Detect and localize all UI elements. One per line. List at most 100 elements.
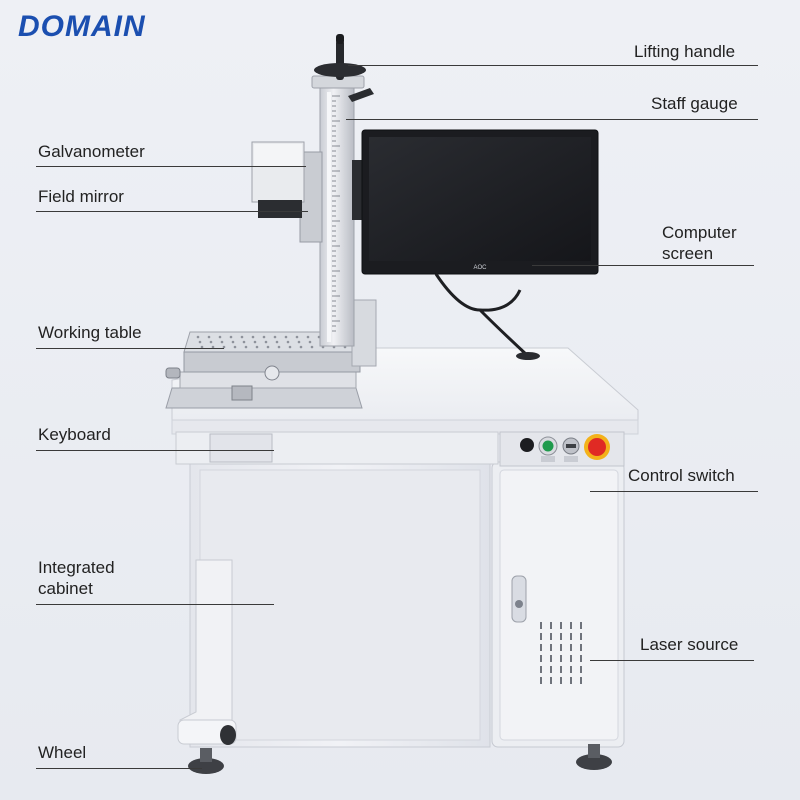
- vent-slot: [560, 622, 562, 629]
- label-staff-gauge: Staff gauge: [651, 94, 738, 113]
- keyboard-leader-line: [36, 450, 274, 451]
- vent-slot: [540, 622, 542, 629]
- label-lifting-handle: Lifting handle: [634, 42, 736, 61]
- vent-slot: [540, 633, 542, 640]
- table-hole: [229, 335, 233, 339]
- vent-slot: [550, 644, 552, 651]
- label-laser-source: Laser source: [640, 635, 739, 654]
- staff-gauge-column: [311, 75, 377, 367]
- label-integrated-cabinet-line2: cabinet: [38, 579, 93, 598]
- vent-slot: [580, 655, 582, 662]
- vent-slot: [550, 677, 552, 684]
- label-control-switch: Control switch: [628, 466, 735, 485]
- table-hole: [222, 345, 226, 349]
- table-hole: [211, 345, 215, 349]
- vent-slot: [570, 666, 572, 673]
- table-hole: [288, 345, 292, 349]
- wheel: [188, 725, 612, 774]
- keyboard-drawer: [175, 431, 499, 465]
- table-hole: [306, 335, 310, 339]
- label-computer-screen-line1: Computer: [662, 223, 737, 242]
- control-panel: [499, 431, 625, 467]
- laser-source-leader-line: [590, 660, 754, 661]
- wheel-leader-line: [36, 768, 202, 769]
- table-hole: [255, 345, 259, 349]
- vent-slot: [540, 666, 542, 673]
- cable-grommet: [516, 352, 540, 360]
- table-hole: [297, 340, 301, 344]
- label-computer-screen-line2: screen: [662, 244, 714, 263]
- table-hole: [207, 335, 211, 339]
- table-hole: [295, 335, 299, 339]
- vent-slot: [570, 622, 572, 629]
- control-switch-leader-line: [590, 491, 758, 492]
- vent-slot: [550, 655, 552, 662]
- support-frame: [177, 559, 237, 745]
- label-keyboard: Keyboard: [38, 425, 111, 444]
- scale-ticks: [332, 95, 340, 332]
- vent-slot: [570, 677, 572, 684]
- monitor-brand-label: AOC: [473, 265, 487, 271]
- label-wheel: Wheel: [38, 743, 87, 762]
- table-hole: [251, 335, 255, 339]
- vent-slot: [550, 633, 552, 640]
- table-hole: [244, 345, 248, 349]
- brand-logo: DOMAIN: [18, 10, 146, 44]
- computer-screen-leader-line: [532, 265, 754, 266]
- label-integrated-cabinet-line1: Integrated: [38, 558, 115, 577]
- vent-slot: [550, 666, 552, 673]
- table-hole: [286, 340, 290, 344]
- vent-slot: [580, 644, 582, 651]
- table-hole: [220, 340, 224, 344]
- table-hole: [266, 345, 270, 349]
- label-field-mirror: Field mirror: [38, 187, 124, 206]
- table-hole: [231, 340, 235, 344]
- table-hole: [196, 335, 200, 339]
- table-hole: [242, 340, 246, 344]
- brand-logo-text: DOMAIN: [18, 10, 146, 43]
- label-working-table: Working table: [38, 323, 142, 342]
- table-hole: [209, 340, 213, 344]
- vent-slot: [560, 677, 562, 684]
- table-hole: [233, 345, 237, 349]
- table-hole: [200, 345, 204, 349]
- lifting-handle-leader-line: [348, 65, 758, 66]
- table-hole: [218, 335, 222, 339]
- vent-slot: [560, 655, 562, 662]
- table-hole: [198, 340, 202, 344]
- vent-slot: [560, 633, 562, 640]
- table-hole: [277, 345, 281, 349]
- table-hole: [310, 345, 314, 349]
- vent-slot: [550, 622, 552, 629]
- table-hole: [284, 335, 288, 339]
- table-hole: [253, 340, 257, 344]
- integrated-cabinet-leader-line: [36, 604, 274, 605]
- vent-slot: [540, 655, 542, 662]
- working-table-leader-line: [36, 348, 224, 349]
- vent-slot: [540, 644, 542, 651]
- laser-source-cabinet: [491, 461, 625, 748]
- lifting-handle: [314, 34, 374, 102]
- vent-slot: [570, 644, 572, 651]
- table-hole: [240, 335, 244, 339]
- vent-slot: [580, 666, 582, 673]
- field-mirror-leader-line: [36, 211, 308, 212]
- table-hole: [275, 340, 279, 344]
- table-hole: [308, 340, 312, 344]
- vent-slot: [570, 655, 572, 662]
- vent-slot: [580, 633, 582, 640]
- vent-slot: [560, 666, 562, 673]
- vent-grille: [540, 622, 582, 684]
- vent-slot: [560, 644, 562, 651]
- staff-gauge-leader-line: [346, 119, 758, 120]
- label-galvanometer: Galvanometer: [38, 142, 145, 161]
- vent-slot: [580, 622, 582, 629]
- table-hole: [264, 340, 268, 344]
- integrated-cabinet: [189, 461, 491, 748]
- vent-slot: [580, 677, 582, 684]
- vent-slot: [540, 677, 542, 684]
- monitor-cable: [434, 273, 530, 358]
- galvanometer-leader-line: [36, 166, 306, 167]
